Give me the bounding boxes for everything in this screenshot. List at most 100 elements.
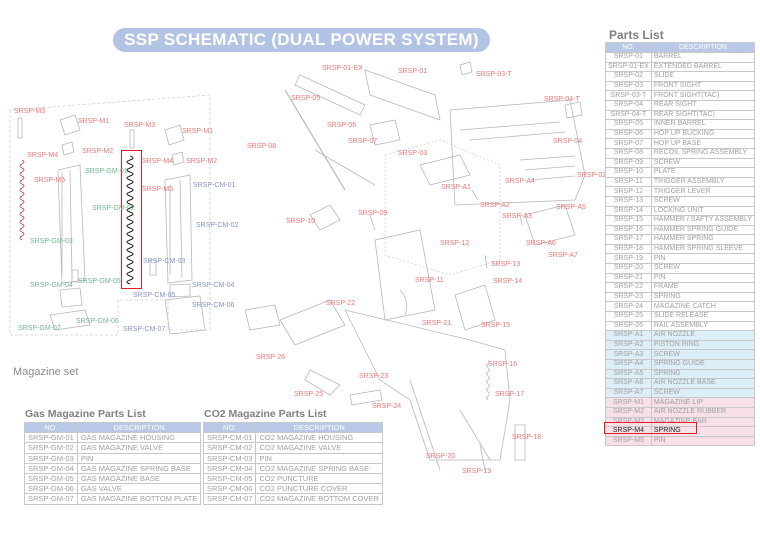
part-number-cell: SRSP-A4 bbox=[605, 359, 652, 370]
callout-label: SRSP-15 bbox=[481, 322, 511, 329]
frame bbox=[344, 309, 511, 461]
callout-label: SRSP-A6 bbox=[526, 240, 556, 247]
callout-label: SRSP-14 bbox=[493, 278, 523, 285]
part-number-cell: SRSP-03 bbox=[605, 80, 652, 92]
gas-list-header-no: NO. bbox=[24, 421, 78, 434]
part-number-cell: SRSP-05 bbox=[605, 119, 652, 130]
part-description-cell: HAMMER / SAFTY ASSEMBLY bbox=[650, 215, 756, 226]
part-description-cell: PLATE bbox=[650, 167, 756, 178]
part-number-cell: SRSP-02 bbox=[605, 71, 652, 82]
barrel bbox=[364, 69, 441, 121]
callout-label: SRSP-M3 bbox=[124, 122, 156, 129]
part-description-cell: AIR NOZZLE BASE bbox=[650, 378, 756, 389]
part-number-cell: SRSP-23 bbox=[605, 291, 652, 303]
part-description-cell: REAR SIGHT bbox=[650, 99, 756, 111]
callout-label: SRSP-A3 bbox=[502, 213, 532, 220]
part-description-cell: PIN bbox=[76, 452, 202, 464]
part-description-cell: HAMMER SPRING SLEEVE bbox=[650, 243, 756, 255]
callout-label: SRSP-CM-02 bbox=[196, 222, 239, 229]
callout-label: SRSP-A7 bbox=[548, 252, 578, 259]
part-description-cell: RECOIL SPRING ASSEMBLY bbox=[650, 147, 756, 159]
part-description-cell: PIN bbox=[255, 452, 383, 464]
part-number-cell: SRSP-12 bbox=[605, 186, 652, 197]
part-number-cell: SRSP-25 bbox=[605, 311, 652, 322]
callout-label: SRSP-01 bbox=[398, 68, 428, 75]
exploded-diagram bbox=[9, 61, 586, 471]
part-description-cell: SCREW bbox=[650, 349, 756, 360]
callout-label: SRSP-16 bbox=[488, 361, 518, 368]
callout-label: SRSP-11 bbox=[415, 277, 444, 284]
part-description-cell: BARREL bbox=[650, 52, 756, 63]
part-description-cell: GAS MAGAZINE SPRING BASE bbox=[76, 462, 202, 474]
part-description-cell: PIN bbox=[650, 435, 756, 447]
part-number-cell: SRSP-GM-07 bbox=[24, 493, 78, 505]
part-number-cell: SRSP-26 bbox=[605, 320, 652, 332]
part-number-cell: SRSP-24 bbox=[605, 301, 652, 313]
part-number-cell: SRSP-CM-01 bbox=[202, 432, 257, 444]
part-description-cell: SCREW bbox=[650, 157, 756, 169]
part-number-cell: SRSP-03-T bbox=[605, 90, 652, 101]
part-number-cell: SRSP-GM-06 bbox=[24, 483, 78, 495]
part-number-cell: SRSP-CM-07 bbox=[202, 493, 257, 505]
part-number-cell: SRSP-M2 bbox=[605, 406, 652, 418]
part-number-cell: SRSP-CM-04 bbox=[202, 462, 257, 474]
part-description-cell: FRONT SIGHT(TAC) bbox=[650, 90, 756, 101]
co2-list-header-no: NO. bbox=[202, 421, 257, 434]
co2-magazine-housing bbox=[164, 174, 193, 284]
callout-label: SRSP-08 bbox=[247, 143, 277, 150]
callout-label: SRSP-CM-01 bbox=[193, 182, 236, 189]
part-number-cell: SRSP-01 bbox=[605, 52, 652, 63]
part-description-cell: HAMMER SPRING GUIDE bbox=[650, 224, 756, 236]
parts-list-title: Parts List bbox=[609, 28, 664, 42]
callout-label: SRSP-CM-04 bbox=[192, 282, 235, 289]
part-number-cell: SRSP-06 bbox=[605, 128, 652, 140]
callout-label: SRSP-M5 bbox=[142, 186, 174, 193]
callout-label: SRSP-M4 bbox=[142, 158, 174, 165]
inner-barrel bbox=[284, 89, 346, 191]
part-description-cell: SPRING bbox=[650, 291, 756, 303]
part-description-cell: SCREW bbox=[650, 195, 756, 207]
part-description-cell: GAS MAGAZINE VALVE bbox=[76, 442, 202, 454]
part-description-cell: CO2 MAGAZINE SPRING BASE bbox=[255, 462, 383, 474]
callout-label: SRSP-GM-06 bbox=[76, 318, 119, 325]
callout-label: SRSP-M3 bbox=[14, 108, 46, 115]
co2-list-header-description: DESCRIPTION bbox=[255, 421, 383, 434]
callout-label: SRSP-19 bbox=[462, 468, 492, 475]
callout-label: SRSP-M5 bbox=[34, 177, 66, 184]
part-number-cell: SRSP-10 bbox=[605, 167, 652, 178]
callout-label: SRSP-CM-03 bbox=[143, 258, 186, 265]
co2-list-title: CO2 Magazine Parts List bbox=[204, 408, 327, 420]
gas-magazine-housing bbox=[57, 164, 86, 284]
part-description-cell: SCREW bbox=[650, 387, 756, 399]
callout-label: SRSP-A4 bbox=[505, 178, 535, 185]
magazine-spring-highlighted bbox=[126, 155, 134, 285]
magazine-set-outline bbox=[9, 94, 211, 336]
parts-list-header-description: DESCRIPTION bbox=[650, 42, 756, 53]
callout-label: SRSP-A5 bbox=[556, 204, 586, 211]
callout-label: SRSP-20 bbox=[426, 453, 456, 460]
